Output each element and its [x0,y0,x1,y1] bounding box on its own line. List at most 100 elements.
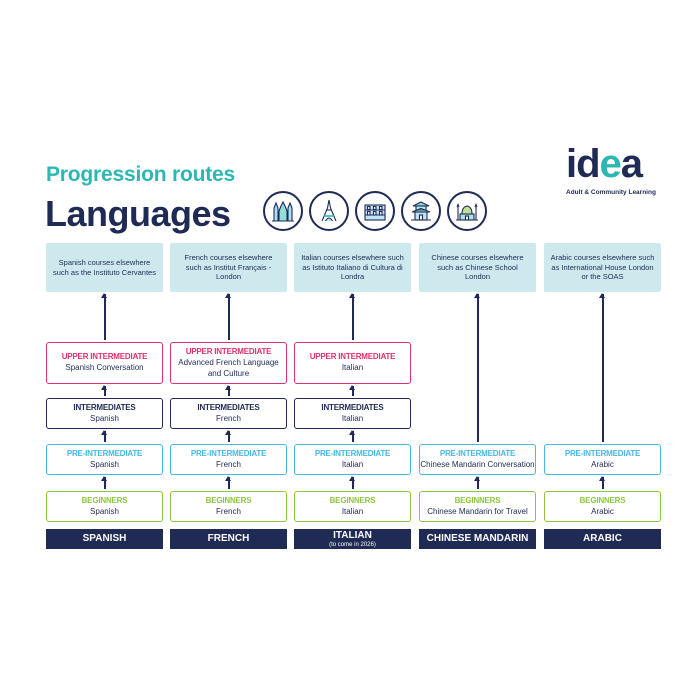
arrow-up [225,385,231,396]
level-label: BEGINNERS [329,495,376,505]
course-name: Arabic [591,506,614,516]
pre-intermediate-box: PRE-INTERMEDIATE Arabic [544,444,661,475]
course-name: Italian [341,363,364,373]
level-label: PRE-INTERMEDIATE [66,448,143,458]
elsewhere-box: Italian courses elsewhere such as Istitu… [294,243,411,292]
arrow-up [599,293,605,442]
level-label: UPPER INTERMEDIATE [185,346,272,356]
course-name: Spanish Conversation [65,363,144,373]
level-label: INTERMEDIATES [197,402,260,412]
intermediate-box: INTERMEDIATES Spanish [46,398,163,429]
level-label: BEGINNERS [579,495,626,505]
column-chinese-mandarin: Chinese courses elsewhere such as Chines… [419,243,536,549]
level-label: UPPER INTERMEDIATE [61,352,148,362]
arrow-up [225,293,231,340]
arrow-up [599,476,605,489]
column-italian: Italian courses elsewhere such as Istitu… [294,243,411,549]
beginners-box: BEGINNERS Italian [294,491,411,522]
arrow-up [225,430,231,442]
level-label: INTERMEDIATES [321,402,384,412]
level-label: INTERMEDIATES [73,402,136,412]
cathedral-icon [263,191,303,231]
elsewhere-text: Arabic courses elsewhere such as Interna… [550,253,655,282]
arrow-up [101,385,107,396]
level-label: BEGINNERS [81,495,128,505]
logo-tagline: Adult & Community Learning [566,189,656,196]
pre-intermediate-box: PRE-INTERMEDIATE Italian [294,444,411,475]
arrow-up [101,476,107,489]
elsewhere-text: Italian courses elsewhere such as Istitu… [301,253,404,282]
elsewhere-box: Arabic courses elsewhere such as Interna… [544,243,661,292]
intermediate-box: INTERMEDIATES French [170,398,287,429]
logo-suffix: a [620,142,643,186]
language-name: FRENCH [207,533,250,544]
page-subtitle: Progression routes [46,163,235,186]
pagoda-icon [401,191,441,231]
pre-intermediate-box: PRE-INTERMEDIATE Spanish [46,444,163,475]
language-label-bar: SPANISH [46,529,163,549]
logo-prefix: id [566,142,601,186]
elsewhere-text: French courses elsewhere such as Institu… [184,253,273,282]
beginners-box: BEGINNERS Arabic [544,491,661,522]
language-name: ARABIC [583,533,622,544]
arrow-up [101,293,107,340]
level-label: PRE-INTERMEDIATE [439,448,516,458]
level-label: UPPER INTERMEDIATE [309,352,396,362]
level-label: BEGINNERS [205,495,252,505]
arrow-up [225,476,231,489]
landmark-icons [263,191,487,231]
arrow-up [474,476,480,489]
level-label: PRE-INTERMEDIATE [314,448,391,458]
course-name: Italian [341,506,364,516]
course-name: Arabic [591,459,614,469]
language-name: ITALIAN [333,529,372,541]
language-label-bar: CHINESE MANDARIN [419,529,536,549]
language-label-bar: ARABIC [544,529,661,549]
upper-intermediate-box: UPPER INTERMEDIATE Italian [294,342,411,384]
arrow-up [101,430,107,442]
pre-intermediate-box: PRE-INTERMEDIATE French [170,444,287,475]
course-name: French [216,413,241,423]
course-name: Spanish [90,413,119,423]
language-label-bar: ITALIAN (to come in 2026) [294,529,411,549]
course-name: Chinese Mandarin Conversation [420,459,535,469]
beginners-box: BEGINNERS Chinese Mandarin for Travel [419,491,536,522]
arrow-up [349,293,355,340]
column-arabic: Arabic courses elsewhere such as Interna… [544,243,661,549]
course-name: Italian [341,459,364,469]
course-name: Advanced French Language and Culture [178,357,279,378]
column-spanish: Spanish courses elsewhere such as the In… [46,243,163,549]
elsewhere-text: Chinese courses elsewhere such as Chines… [431,253,524,282]
course-name: Spanish [90,506,119,516]
upper-intermediate-box: UPPER INTERMEDIATE Spanish Conversation [46,342,163,384]
elsewhere-text: Spanish courses elsewhere such as the In… [53,258,156,277]
beginners-box: BEGINNERS Spanish [46,491,163,522]
column-french: French courses elsewhere such as Institu… [170,243,287,549]
course-name: Chinese Mandarin for Travel [427,506,528,516]
elsewhere-box: Chinese courses elsewhere such as Chines… [419,243,536,292]
elsewhere-box: Spanish courses elsewhere such as the In… [46,243,163,292]
level-label: PRE-INTERMEDIATE [564,448,641,458]
course-name: French [216,459,241,469]
arrow-up [474,293,480,442]
mosque-icon [447,191,487,231]
page-title: Languages [45,193,231,234]
arrow-up [349,476,355,489]
arrow-up [349,430,355,442]
arrow-up [349,385,355,396]
course-name: Italian [341,413,364,423]
course-name: French [216,506,241,516]
eiffel-tower-icon [309,191,349,231]
language-name: CHINESE MANDARIN [426,533,529,544]
colosseum-icon [355,191,395,231]
level-label: BEGINNERS [454,495,501,505]
course-name: Spanish [90,459,119,469]
intermediate-box: INTERMEDIATES Italian [294,398,411,429]
language-note: (to come in 2026) [329,541,376,548]
beginners-box: BEGINNERS French [170,491,287,522]
elsewhere-box: French courses elsewhere such as Institu… [170,243,287,292]
logo-accent: e [599,142,622,186]
language-name: SPANISH [82,533,127,544]
